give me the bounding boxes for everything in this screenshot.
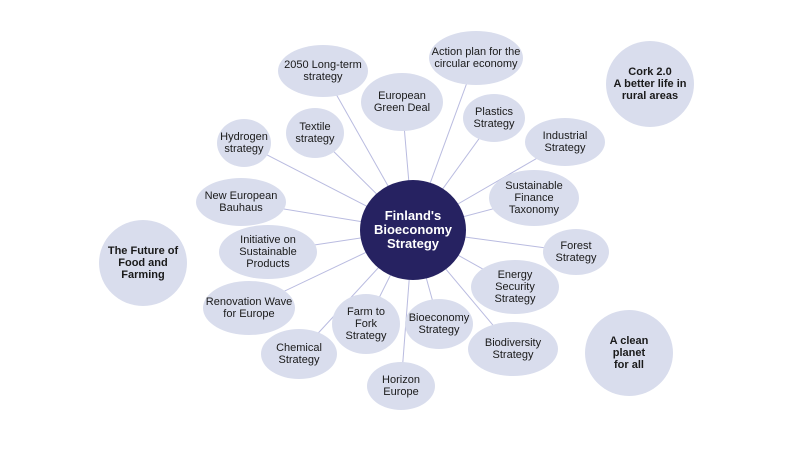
node-future-of-food-and-farming: The Future of Food and Farming <box>99 220 187 306</box>
node-textile-strategy: Textile strategy <box>286 108 344 158</box>
node-farm-to-fork-strategy: Farm to Fork Strategy <box>332 294 400 354</box>
node-industrial-strategy: Industrial Strategy <box>525 118 605 166</box>
node-long-term-strategy-2050: 2050 Long-term strategy <box>278 45 368 97</box>
node-plastics-strategy: Plastics Strategy <box>463 94 525 142</box>
node-bioeconomy-strategy: Bioeconomy Strategy <box>405 299 473 349</box>
node-sustainable-finance-taxonomy: Sustainable Finance Taxonomy <box>489 170 579 226</box>
node-forest-strategy: Forest Strategy <box>543 229 609 275</box>
node-biodiversity-strategy: Biodiversity Strategy <box>468 322 558 376</box>
node-clean-planet-for-all: A clean planet for all <box>585 310 673 396</box>
node-new-european-bauhaus: New European Bauhaus <box>196 178 286 226</box>
node-renovation-wave: Renovation Wave for Europe <box>203 281 295 335</box>
node-horizon-europe: Horizon Europe <box>367 362 435 410</box>
node-sustainable-products-initiative: Initiative on Sustainable Products <box>219 225 317 279</box>
node-cork-2-0: Cork 2.0 A better life in rural areas <box>606 41 694 127</box>
node-action-plan-circular-economy: Action plan for the circular economy <box>429 31 523 85</box>
node-energy-security-strategy: Energy Security Strategy <box>471 260 559 314</box>
node-chemical-strategy: Chemical Strategy <box>261 329 337 379</box>
node-european-green-deal: European Green Deal <box>361 73 443 131</box>
node-hydrogen-strategy: Hydrogen strategy <box>217 119 271 167</box>
center-node-finland-bioeconomy-strategy: Finland's Bioeconomy Strategy <box>360 180 466 280</box>
